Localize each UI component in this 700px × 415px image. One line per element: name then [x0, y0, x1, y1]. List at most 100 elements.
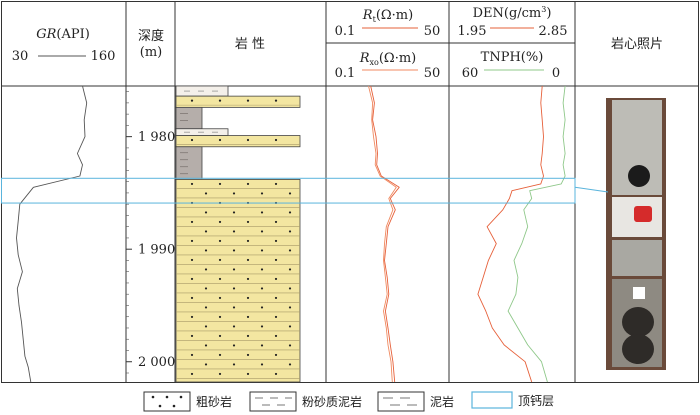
- sand-grain-dot: [246, 239, 250, 243]
- depth-header: 深度 (m): [138, 28, 164, 60]
- sand-grain-dot: [218, 296, 222, 300]
- sand-grain-dot: [260, 268, 264, 271]
- sand-grain-dot: [274, 182, 278, 186]
- sand-grain-dot: [288, 268, 292, 271]
- rxo-header: Rxo(Ω·m) 0.1 50: [335, 51, 441, 81]
- sand-grain-dot: [232, 344, 236, 347]
- sand-grain-dot: [218, 334, 222, 338]
- sand-grain-dot: [232, 230, 236, 233]
- depth-tick-label: 1 990: [138, 243, 175, 258]
- lithology-bed: [175, 106, 203, 130]
- sand-grain-dot: [190, 220, 194, 224]
- core-photo: [606, 98, 666, 370]
- sand-grain-dot: [288, 249, 292, 252]
- lithology-bed: [175, 135, 301, 148]
- sand-grain-dot: [190, 334, 194, 338]
- sand-grain-dot: [190, 296, 194, 300]
- sand-grain-dot: [274, 372, 278, 376]
- log-curves: [16, 85, 566, 383]
- sand-grain-dot: [204, 230, 208, 233]
- sand-grain-dot: [260, 363, 264, 366]
- den-title: DEN(g/cm3): [473, 5, 552, 21]
- core-plug-hole-2: [622, 307, 654, 337]
- core-sample-label: [634, 206, 652, 222]
- sand-grain-dot: [288, 306, 292, 309]
- den-scale-max: 2.85: [539, 24, 568, 39]
- tnph-header: TNPH(%) 60 0: [462, 50, 560, 81]
- lithology-bed-fill: [175, 106, 203, 130]
- sand-grain-dot: [232, 325, 236, 328]
- gr-header: GR(API) 30 160: [12, 27, 116, 64]
- tnph-scale-max: 0: [552, 66, 560, 81]
- rt-scale-max: 50: [424, 24, 441, 39]
- legend-swatch-mudstone: [377, 391, 425, 412]
- tnph-curve: [507, 85, 566, 383]
- sand-grain-dot: [274, 138, 278, 142]
- rt-curve: [370, 85, 400, 383]
- sand-grain-dot: [204, 325, 208, 328]
- sand-grain-dot: [246, 99, 250, 102]
- sand-grain-dot: [218, 99, 222, 102]
- sand-grain-dot: [246, 220, 250, 224]
- rxo-scale-min: 0.1: [335, 66, 356, 81]
- sand-grain-dot: [204, 268, 208, 271]
- sand-grain-dot: [232, 192, 236, 195]
- sand-grain-dot: [274, 239, 278, 243]
- sand-grain-dot: [204, 211, 208, 214]
- legend-label-silty-mudstone: 粉砂质泥岩: [302, 394, 362, 409]
- gr-curve: [16, 85, 88, 383]
- rxo-title: Rxo(Ω·m): [359, 51, 417, 67]
- sand-grain-dot: [246, 182, 250, 186]
- sand-grain-dot: [204, 287, 208, 290]
- sand-grain-dot: [246, 138, 250, 142]
- sand-grain-dot: [246, 277, 250, 281]
- sand-grain-dot: [288, 211, 292, 214]
- sand-grain-dot: [218, 138, 222, 142]
- core-segment-3: [612, 240, 662, 276]
- tnph-title: TNPH(%): [481, 50, 544, 65]
- sand-grain-dot: [288, 287, 292, 290]
- sand-grain-dot: [190, 277, 194, 281]
- lithology-title: 岩 性: [235, 37, 265, 52]
- sand-grain-dot: [260, 230, 264, 233]
- sand-grain-dot: [260, 192, 264, 195]
- den-scale-min: 1.95: [458, 24, 487, 39]
- legend-silt-dashes: [255, 397, 292, 406]
- legend-sand-dots: [151, 395, 183, 408]
- sand-grain-dot: [204, 363, 208, 366]
- sand-grain-dot: [190, 182, 194, 186]
- tnph-scale-min: 60: [462, 66, 479, 81]
- rt-header: Rt(Ω·m) 0.1 50: [335, 8, 441, 39]
- legend-coarse-sandstone: 粗砂岩: [143, 391, 232, 412]
- rt-scale-min: 0.1: [335, 24, 356, 39]
- legend-label-calcareous-top: 顶钙层: [518, 394, 554, 408]
- sand-grain-dot: [190, 138, 194, 142]
- legend-mud-dashes: [383, 397, 417, 406]
- sand-grain-dot: [218, 220, 222, 224]
- sand-grain-dot: [260, 344, 264, 347]
- sand-grain-dot: [204, 192, 208, 195]
- core-plug-hole-3: [622, 334, 654, 364]
- sand-grain-dot: [288, 325, 292, 328]
- sand-grain-dot: [288, 363, 292, 366]
- sand-grain-dot: [274, 353, 278, 357]
- sand-grain-dot: [190, 315, 194, 319]
- gr-scale-min: 30: [12, 49, 29, 64]
- sand-grain-dot: [260, 287, 264, 290]
- sand-grain-dot: [218, 353, 222, 357]
- sand-grain-dot: [274, 99, 278, 102]
- lithology-bed-fill: [175, 179, 301, 383]
- sand-grain-dot: [246, 258, 250, 262]
- sand-grain-dot: [260, 211, 264, 214]
- gr-title: GR(API): [36, 27, 90, 42]
- lithology-bed: [175, 146, 203, 180]
- rt-title: Rt(Ω·m): [362, 8, 413, 24]
- depth-tick-label: 2 000: [138, 355, 175, 370]
- sand-grain-dot: [204, 344, 208, 347]
- sand-grain-dot: [288, 192, 292, 195]
- depth-tick-label: 1 980: [138, 130, 175, 145]
- lithology-column: [175, 85, 301, 383]
- depth-title: 深度: [138, 28, 164, 44]
- sand-grain-dot: [190, 239, 194, 243]
